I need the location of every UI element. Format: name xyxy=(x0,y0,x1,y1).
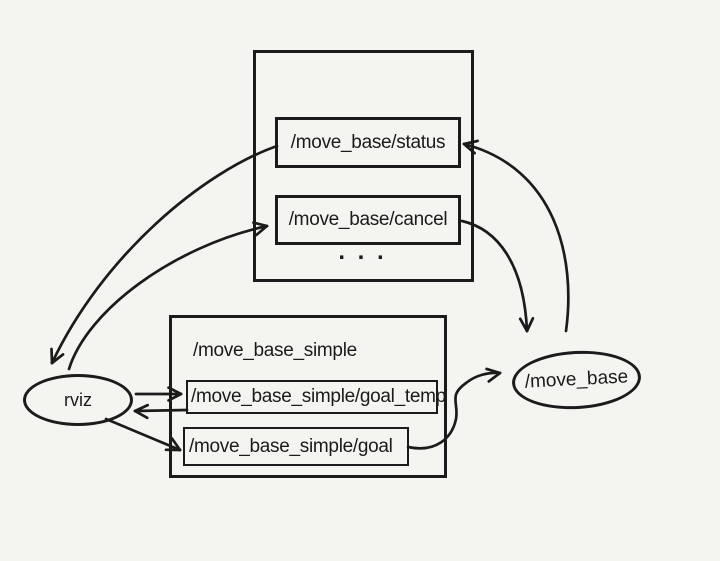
topic-label-goal-temp: /move_base_simple/goal_temp xyxy=(191,386,446,407)
group-label-move-base-simple: /move_base_simple xyxy=(193,340,357,361)
ellipsis-dots: . . . xyxy=(338,238,387,265)
topic-box-goal: /move_base_simple/goal xyxy=(183,427,409,466)
topic-box-move-base-status: /move_base/status xyxy=(275,117,461,168)
arrowhead-cancel-to-move-base-wing1 xyxy=(518,317,529,333)
node-label-move-base: /move_base xyxy=(524,366,629,393)
move-base-simple-group: /move_base_simple /move_base_simple/goal… xyxy=(169,315,447,478)
topic-label-goal: /move_base_simple/goal xyxy=(189,435,393,457)
move-base-topics-group: /move_base/status /move_base/cancel . . … xyxy=(253,50,474,282)
arrowhead-cancel-to-move-base-wing2 xyxy=(525,316,535,333)
arrowhead-status-to-rviz-wing2 xyxy=(50,353,65,365)
node-label-rviz: rviz xyxy=(64,389,92,410)
node-move-base: /move_base xyxy=(510,347,643,413)
arrowhead-goal-temp-to-rviz-wing1 xyxy=(133,403,150,413)
arrowhead-status-to-rviz-wing1 xyxy=(50,347,54,365)
node-rviz: rviz xyxy=(23,374,133,426)
arrowhead-goal-to-move-base-wing1 xyxy=(487,371,502,383)
topic-label-move-base-cancel: /move_base/cancel xyxy=(288,209,448,230)
arrowhead-goal-temp-to-rviz-wing2 xyxy=(133,409,149,420)
topic-box-goal-temp: /move_base_simple/goal_temp xyxy=(186,380,446,414)
arrowhead-goal-to-move-base-wing2 xyxy=(485,367,502,375)
edge-move-base-to-status xyxy=(462,142,570,333)
topic-label-move-base-status: /move_base/status xyxy=(290,131,446,153)
